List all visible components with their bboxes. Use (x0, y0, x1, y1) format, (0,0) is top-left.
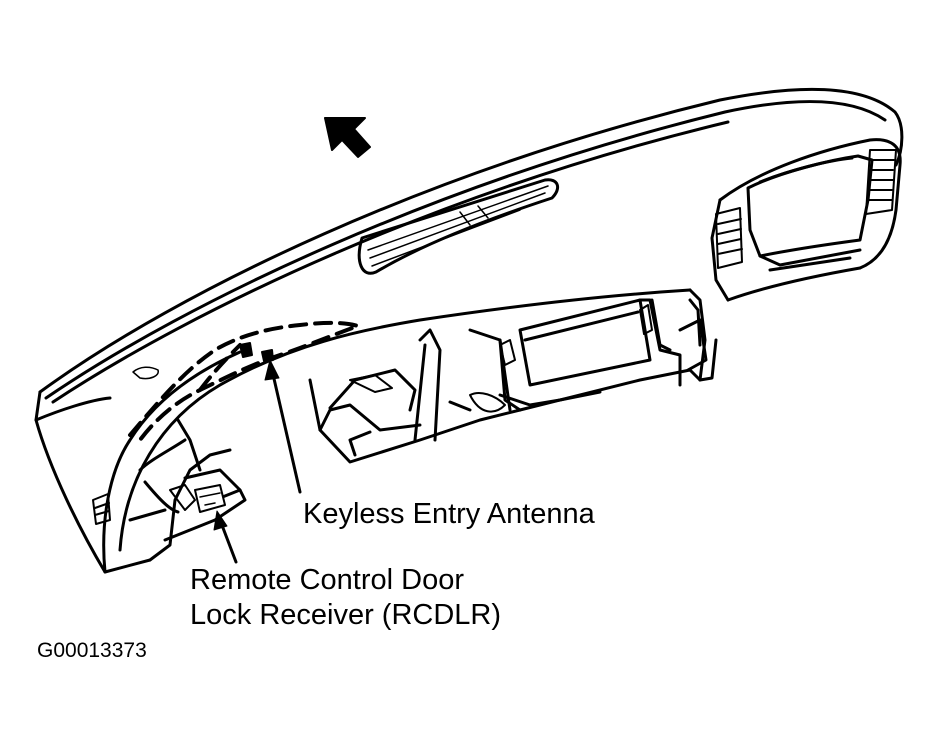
rcdlr-label-line-2: Lock Receiver (RCDLR) (190, 599, 502, 631)
keyless-entry-antenna-label: Keyless Entry Antenna (303, 498, 595, 530)
instrument-panel-body (34, 87, 904, 574)
antenna-leader-arrowhead (264, 359, 280, 381)
antenna-leader-line (270, 368, 302, 494)
instrument-panel-carrier (128, 298, 718, 562)
figure-id: G00013373 (37, 639, 147, 662)
leader-lines (213, 359, 302, 564)
forward-arrow-icon (324, 117, 371, 158)
keyless-entry-antenna (128, 320, 360, 442)
rcdlr-label-line-1: Remote Control Door (190, 564, 464, 596)
rcdlr-leader-arrowhead (213, 510, 228, 531)
